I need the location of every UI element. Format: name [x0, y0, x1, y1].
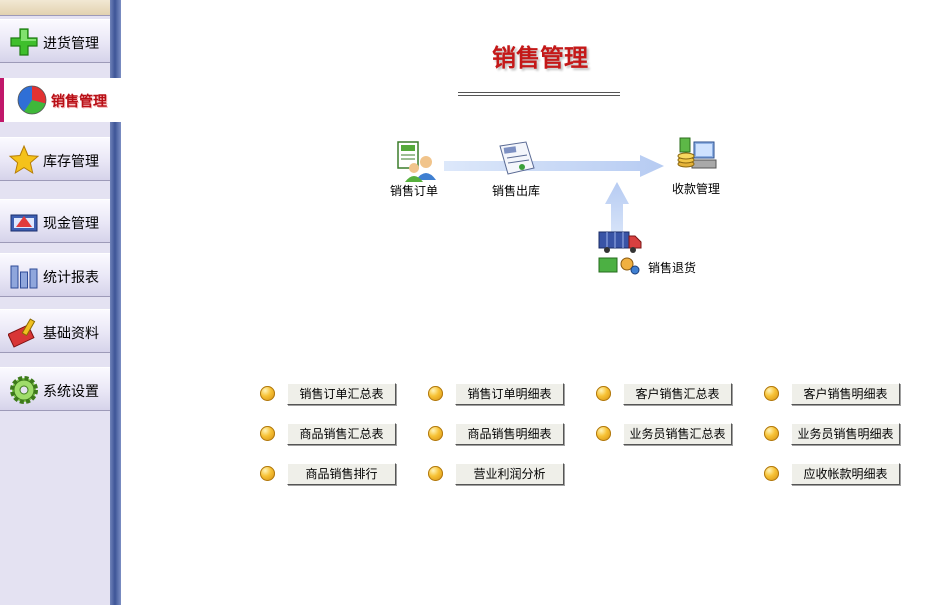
flow-label-sales-return: 销售退货 — [648, 261, 697, 275]
report-bullet-icon — [428, 426, 443, 441]
report-button-operating-profit-analysis[interactable]: 营业利润分析 — [455, 463, 564, 485]
flow-node-sales-order[interactable]: 销售订单 — [382, 138, 446, 199]
plus-icon — [10, 28, 38, 56]
sidebar: 进货管理 销售管理 库存管理 现金管理 统计报表 — [0, 0, 121, 605]
report-bullet-icon — [596, 386, 611, 401]
report-bullet-icon — [764, 466, 779, 481]
report-bullet-icon — [428, 466, 443, 481]
pie-chart-icon — [17, 85, 47, 115]
flow-arrow-right — [444, 155, 664, 177]
title-rule — [458, 95, 620, 96]
sidebar-item-inventory[interactable]: 库存管理 — [0, 137, 110, 181]
report-button-product-sales-ranking[interactable]: 商品销售排行 — [287, 463, 396, 485]
flow-arrow-up — [605, 182, 629, 244]
report-button-product-sales-detail[interactable]: 商品销售明细表 — [455, 423, 564, 445]
sidebar-item-label: 统计报表 — [43, 270, 99, 286]
flow-label-sales-order: 销售订单 — [389, 184, 438, 198]
report-button-product-sales-summary[interactable]: 商品销售汇总表 — [287, 423, 396, 445]
cash-icon — [10, 214, 38, 232]
report-button-sales-order-summary[interactable]: 销售订单汇总表 — [287, 383, 396, 405]
sales-outbound-icon — [499, 141, 535, 175]
report-bullet-icon — [596, 426, 611, 441]
flow-label-payment: 收款管理 — [671, 182, 720, 196]
sidebar-item-label: 现金管理 — [43, 216, 99, 232]
report-button-salesperson-sales-summary[interactable]: 业务员销售汇总表 — [623, 423, 732, 445]
sidebar-rail — [110, 0, 121, 605]
report-bullet-icon — [260, 426, 275, 441]
report-bullet-icon — [260, 386, 275, 401]
sidebar-item-label: 销售管理 — [51, 94, 107, 110]
sales-order-icon — [397, 141, 436, 182]
page-title: 销售管理 — [492, 44, 588, 72]
sidebar-item-cash[interactable]: 现金管理 — [0, 199, 110, 243]
sidebar-item-settings[interactable]: 系统设置 — [0, 367, 110, 411]
sidebar-item-label: 基础资料 — [43, 326, 99, 342]
title-rule — [458, 92, 620, 93]
sidebar-item-label: 进货管理 — [43, 36, 99, 52]
gear-icon — [10, 376, 38, 404]
sidebar-item-sales[interactable]: 销售管理 — [0, 78, 121, 122]
sidebar-item-purchase[interactable]: 进货管理 — [0, 19, 110, 63]
toolbox-icon — [8, 318, 36, 348]
active-marker — [0, 78, 4, 122]
report-button-customer-sales-summary[interactable]: 客户销售汇总表 — [623, 383, 732, 405]
star-icon — [8, 144, 40, 175]
flow-node-payment[interactable]: 收款管理 — [664, 136, 728, 197]
sidebar-item-label: 库存管理 — [43, 154, 99, 170]
report-button-customer-sales-detail[interactable]: 客户销售明细表 — [791, 383, 900, 405]
report-bullet-icon — [428, 386, 443, 401]
report-bullet-icon — [260, 466, 275, 481]
sidebar-top-strip — [0, 0, 110, 16]
sidebar-item-basic-data[interactable]: 基础资料 — [0, 309, 110, 353]
payment-icon — [677, 137, 717, 169]
flow-node-sales-return[interactable] — [594, 228, 644, 276]
sidebar-item-label: 系统设置 — [43, 384, 99, 400]
report-button-salesperson-sales-detail[interactable]: 业务员销售明细表 — [791, 423, 900, 445]
sales-return-icon — [598, 231, 642, 275]
report-bullet-icon — [764, 386, 779, 401]
report-bullet-icon — [764, 426, 779, 441]
report-button-sales-order-detail[interactable]: 销售订单明细表 — [455, 383, 564, 405]
bar-chart-icon — [10, 265, 38, 289]
flow-node-sales-outbound[interactable]: 销售出库 — [484, 138, 548, 199]
sidebar-item-reports[interactable]: 统计报表 — [0, 253, 110, 297]
flow-label-sales-outbound: 销售出库 — [491, 184, 540, 198]
report-button-receivables-detail[interactable]: 应收帐款明细表 — [791, 463, 900, 485]
